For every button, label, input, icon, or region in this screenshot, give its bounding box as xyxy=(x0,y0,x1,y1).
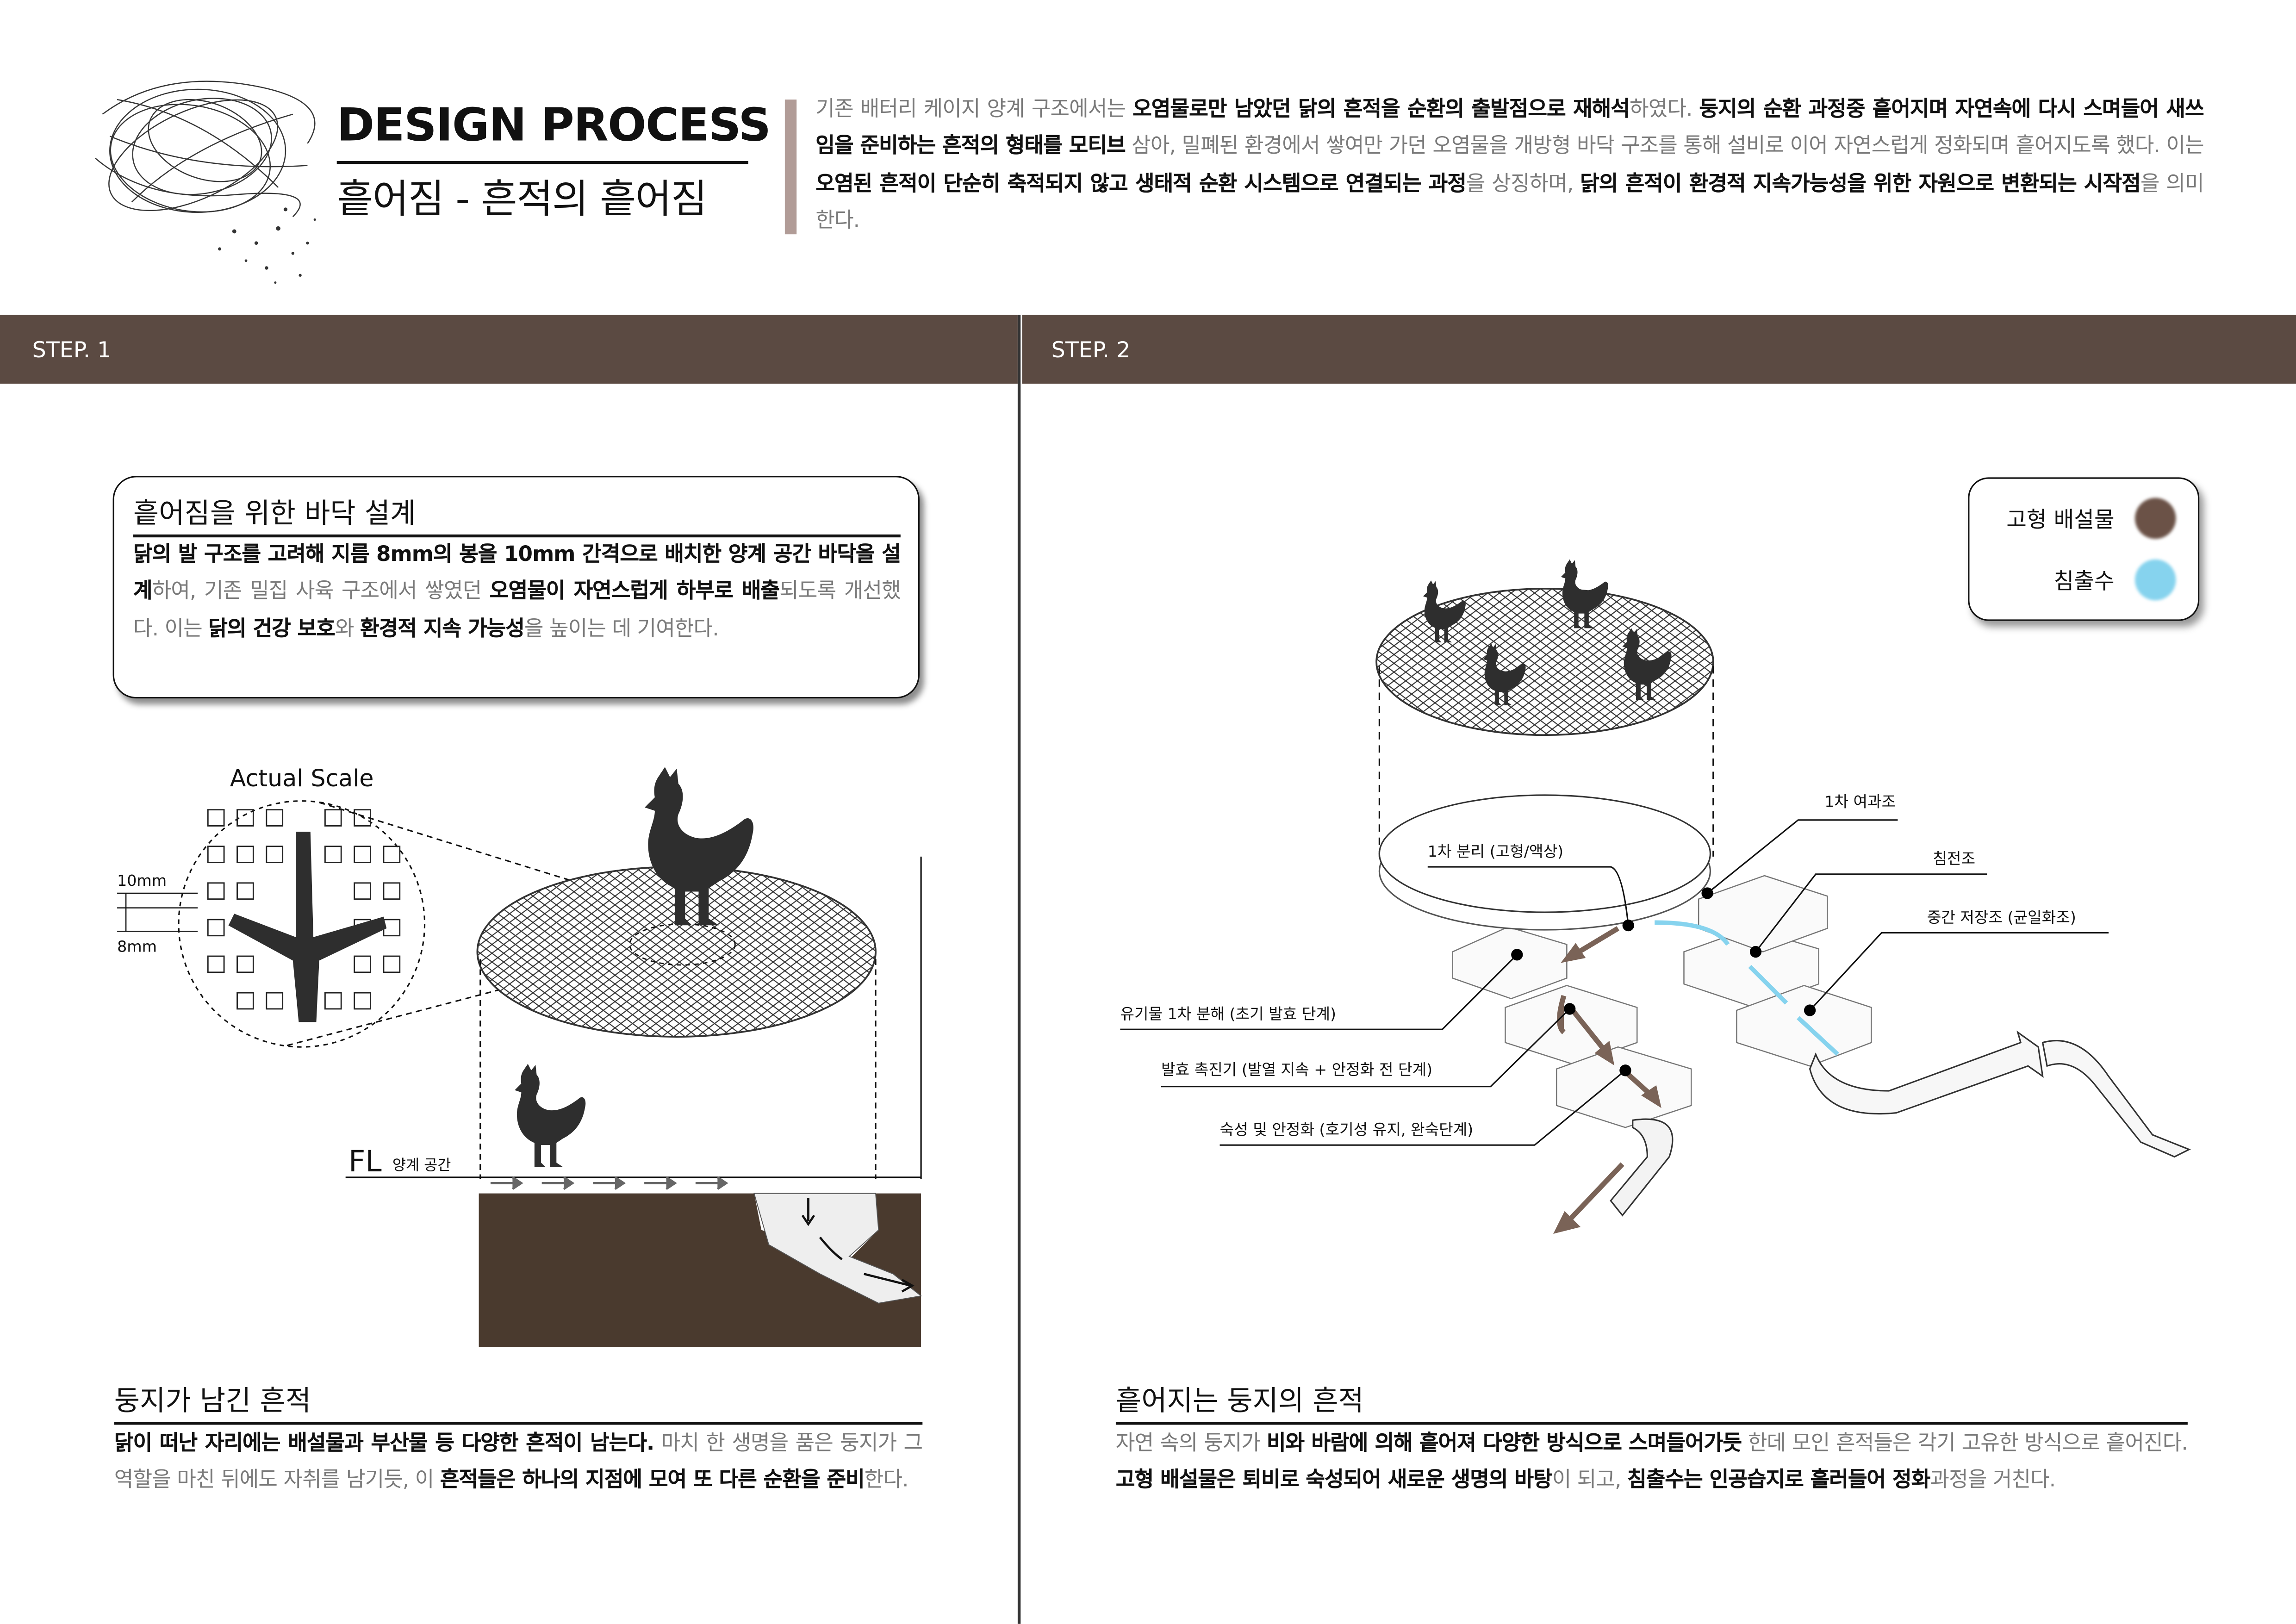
body-text: 한다. xyxy=(864,1469,909,1493)
step2-section-title: 흩어지는 둥지의 흔적 xyxy=(1115,1385,1364,1418)
fl-label: FL xyxy=(348,1144,382,1178)
emphasis-text: 오염물로만 남았던 닭의 흔적을 순환의 출발점으로 재해석 xyxy=(1132,98,1630,122)
label-storage-tank: 중간 저장조 (균일화조) xyxy=(1927,908,2076,926)
title-divider xyxy=(336,161,748,164)
step2-section-paragraph: 자연 속의 둥지가 비와 바람에 의해 흩어져 다양한 방식으로 스며들어가듯 … xyxy=(1116,1426,2188,1501)
chicken-foot-icon xyxy=(228,832,387,1022)
floor-design-divider xyxy=(133,534,901,538)
floor-design-paragraph: 닭의 발 구조를 고려해 지름 8mm의 봉을 10mm 간격으로 배치한 양계… xyxy=(133,537,901,649)
label-primary-filter: 1차 여과조 xyxy=(1824,792,1896,810)
actual-scale-label: Actual Scale xyxy=(230,765,374,792)
label-maturation: 숙성 및 안정화 (호기성 유지, 완숙단계) xyxy=(1220,1120,1474,1139)
emphasis-text: 흔적들은 하나의 지점에 모여 또 다른 순환을 준비 xyxy=(440,1469,865,1493)
column-divider xyxy=(1017,315,1021,1624)
floor-section-diagram: 10mm 8mm Actual Scale FL 양계 공간 xyxy=(117,765,922,1347)
body-text: 삼아, 밀폐된 환경에서 쌓여만 가던 오염물을 개방형 바닥 구조를 통해 설… xyxy=(1125,135,2204,159)
intro-paragraph: 기존 배터리 케이지 양계 구조에서는 오염물로만 남았던 닭의 흔적을 순환의… xyxy=(815,92,2204,241)
label-settling-tank: 침전조 xyxy=(1933,850,1975,868)
fl-sublabel: 양계 공간 xyxy=(392,1157,451,1174)
page-title: DESIGN PROCESS xyxy=(336,100,771,153)
body-text: 되도록 개선했다. 이는 xyxy=(133,580,901,641)
floor-design-title: 흩어짐을 위한 바닥 설계 xyxy=(133,498,416,530)
body-text: 한데 모인 흔적들은 각기 고유한 방식으로 흩어진다. xyxy=(1742,1432,2188,1456)
emphasis-text: 오염된 흔적이 단순히 축적되지 않고 생태적 순환 시스템으로 연결되는 과정 xyxy=(815,172,1467,196)
body-text: 기존 배터리 케이지 양계 구조에서는 xyxy=(815,98,1133,122)
body-text: 하였다. xyxy=(1630,98,1699,122)
emphasis-text: 침출수는 인공습지로 흘러들어 정화 xyxy=(1627,1469,1930,1493)
step-2-header: STEP. 2 xyxy=(1022,315,2296,384)
body-text: 을 의미한다. xyxy=(815,172,2204,233)
step-2-label: STEP. 2 xyxy=(1051,336,1131,363)
legend-solid-label: 고형 배설물 xyxy=(2006,506,2115,533)
step1-section-divider xyxy=(114,1422,923,1425)
solid-flow-arrows xyxy=(1553,926,1661,1234)
step1-section-paragraph: 닭이 떠난 자리에는 배설물과 부산물 등 다양한 흔적이 남는다. 마치 한 … xyxy=(114,1426,923,1501)
emphasis-text: 닭의 발 구조를 고려해 지름 8mm의 봉을 10mm 간격으로 배치한 양계… xyxy=(133,543,901,604)
flow-arrows xyxy=(490,1176,728,1190)
dim-10mm: 10mm xyxy=(117,871,167,890)
legend-solid-swatch xyxy=(2134,498,2176,539)
legend-leachate-label: 침출수 xyxy=(2053,568,2115,595)
body-text: 이 되고, xyxy=(1552,1469,1627,1493)
label-organic-decomposition: 유기물 1차 분해 (초기 발효 단계) xyxy=(1120,1005,1336,1023)
emphasis-text: 닭의 흔적이 환경적 지속가능성을 위한 자원으로 변환되는 시작점 xyxy=(1580,172,2141,196)
label-primary-separation: 1차 분리 (고형/액상) xyxy=(1428,842,1563,860)
body-text: 와 xyxy=(335,617,360,641)
label-fermentation-accelerator: 발효 촉진기 (발열 지속 + 안정화 전 단계) xyxy=(1161,1060,1432,1078)
body-text: 을 상징하며, xyxy=(1466,172,1580,196)
emphasis-text: 오염물이 자연스럽게 하부로 배출 xyxy=(489,580,780,604)
legend-leachate-swatch xyxy=(2134,559,2176,601)
emphasis-text: 둥지의 순환 과정중 흩어지며 자연속에 다시 스며들어 새쓰임을 준비하는 흔… xyxy=(815,98,2204,159)
body-text: 자연 속의 둥지가 xyxy=(1115,1432,1267,1456)
emphasis-text: 환경적 지속 가능성 xyxy=(360,617,525,641)
emphasis-text: 닭이 떠난 자리에는 배설물과 부산물 등 다양한 흔적이 남는다. xyxy=(114,1432,654,1456)
step-1-header: STEP. 1 xyxy=(0,315,1018,384)
page-subtitle: 흩어짐 - 흔적의 흩어짐 xyxy=(336,177,708,223)
accent-bar xyxy=(784,100,797,235)
separation-disk xyxy=(1378,794,1711,913)
emphasis-text: 닭의 건강 보호 xyxy=(208,617,336,641)
top-grate xyxy=(1375,587,1714,736)
dim-8mm: 8mm xyxy=(117,938,157,956)
body-text: 마치 한 생명을 품은 둥지가 그 역할을 마친 뒤에도 자취를 남기듯, 이 xyxy=(114,1432,923,1493)
body-text: 과정을 거친다. xyxy=(1930,1469,2056,1493)
floor-design-card xyxy=(112,476,920,699)
soil-section xyxy=(479,1193,921,1347)
actual-scale-detail: 10mm 8mm Actual Scale xyxy=(117,765,660,1048)
nest-illustration xyxy=(94,81,316,284)
body-text: 하여, 기존 밀집 사육 구조에서 쌓였던 xyxy=(152,580,490,604)
emphasis-text: 고형 배설물은 퇴비로 숙성되어 새로운 생명의 바탕 xyxy=(1115,1469,1553,1493)
body-text: 을 높이는 데 기여한다. xyxy=(524,617,719,641)
step-1-label: STEP. 1 xyxy=(32,336,112,363)
step2-section-divider xyxy=(1115,1422,2188,1425)
treatment-process-diagram: 1차 분리 (고형/액상) 1차 여과조 침전조 중간 저장조 (균일화조) 유… xyxy=(1120,559,2191,1234)
step1-section-title: 둥지가 남긴 흔적 xyxy=(114,1385,311,1418)
emphasis-text: 비와 바람에 의해 흩어져 다양한 방식으로 스며들어가듯 xyxy=(1266,1432,1742,1456)
